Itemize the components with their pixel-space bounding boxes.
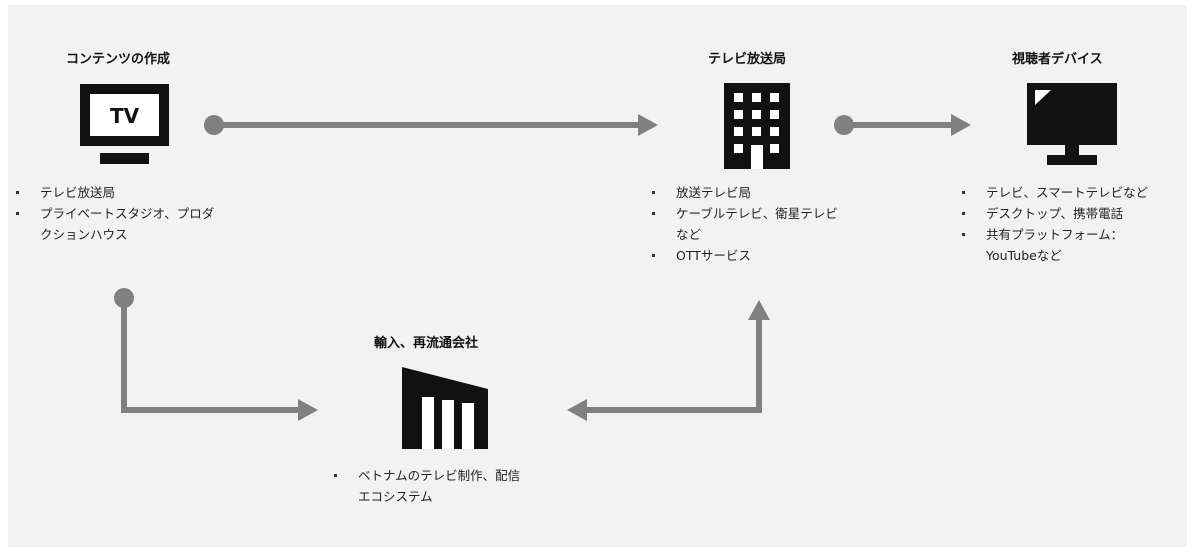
list-item-continuation: クションハウス <box>40 227 128 242</box>
arrowhead <box>298 399 318 421</box>
import-redistribution-list: ベトナムのテレビ制作、配信 エコシステム <box>330 465 520 507</box>
list-item: 共有プラットフォーム： <box>958 224 1148 245</box>
tv-icon: TV <box>80 84 169 164</box>
list-item-continuation: など <box>676 227 702 242</box>
content-creation-title: コンテンツの作成 <box>66 52 171 67</box>
list-item-continuation: エコシステム <box>358 489 433 504</box>
list-item: ベトナムのテレビ制作、配信 <box>330 465 520 486</box>
arrowhead <box>567 399 587 421</box>
list-item: プライベートスタジオ、プロダ <box>12 203 214 224</box>
content-creation-list: テレビ放送局 プライベートスタジオ、プロダ クションハウス <box>12 182 214 245</box>
list-item: 放送テレビ局 <box>648 182 838 203</box>
list-item: OTTサービス <box>648 245 838 266</box>
diagram-panel <box>8 5 1187 547</box>
arrowhead <box>748 300 770 320</box>
viewer-device-list: テレビ、スマートテレビなど デスクトップ、携帯電話 共有プラットフォーム： Yo… <box>958 182 1148 266</box>
tv-icon-label: TV <box>110 104 140 128</box>
building-icon <box>724 83 790 169</box>
arrowhead <box>638 114 658 136</box>
arrow-start-dot <box>834 115 854 135</box>
arrow-content-to-import <box>121 298 300 413</box>
viewer-device-title: 視聴者デバイス <box>1012 52 1103 67</box>
monitor-icon <box>1027 83 1117 165</box>
warehouse-icon <box>402 367 488 449</box>
arrow-start-dot <box>204 115 224 135</box>
broadcaster-list: 放送テレビ局 ケーブルテレビ、衛星テレビ など OTTサービス <box>648 182 838 266</box>
list-item-continuation: YouTubeなど <box>986 248 1062 263</box>
list-item: デスクトップ、携帯電話 <box>958 203 1148 224</box>
list-item: テレビ、スマートテレビなど <box>958 182 1148 203</box>
list-item: テレビ放送局 <box>12 182 214 203</box>
arrowhead <box>951 114 971 136</box>
broadcaster-title: テレビ放送局 <box>708 52 787 67</box>
arrow-start-dot <box>114 288 134 308</box>
import-redistribution-title: 輸入、再流通会社 <box>374 336 479 351</box>
list-item: ケーブルテレビ、衛星テレビ <box>648 203 838 224</box>
arrow-import-to-broadcaster <box>583 318 762 413</box>
